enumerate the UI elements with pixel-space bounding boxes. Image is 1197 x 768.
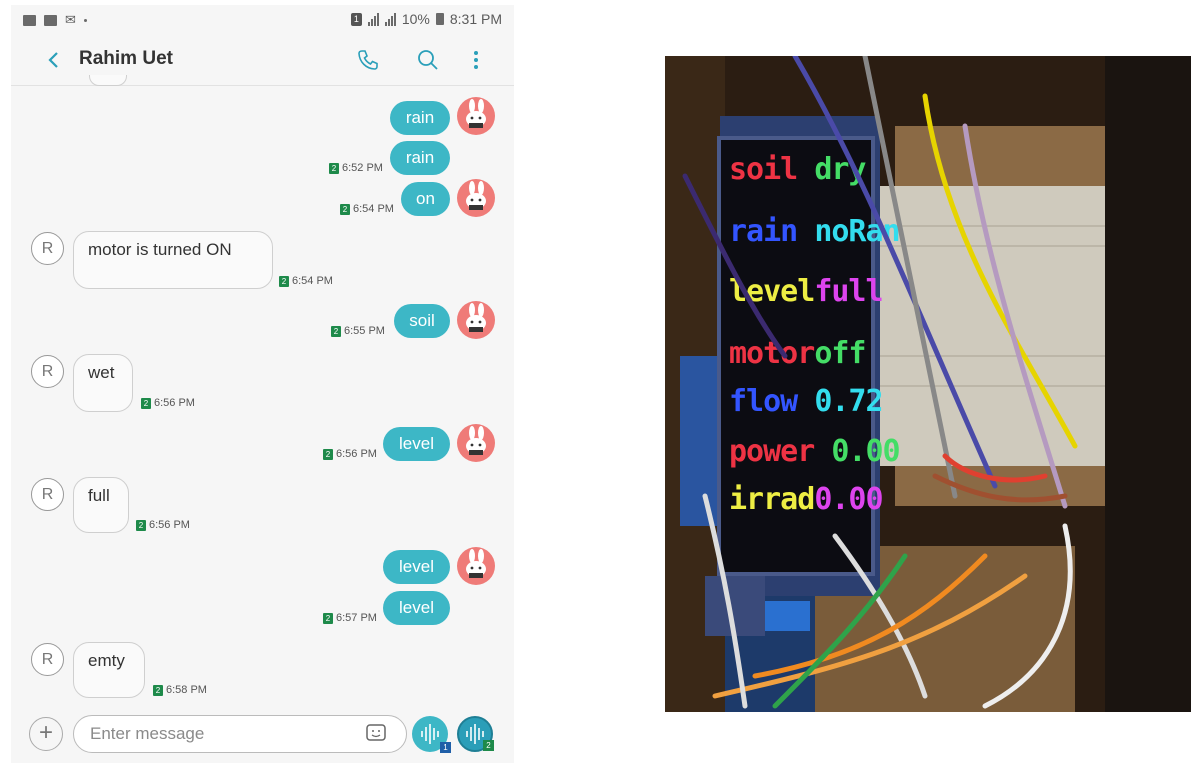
- bunny-avatar-icon: [466, 303, 486, 332]
- lcd-irrad-label: irrad: [729, 482, 815, 517]
- phone-icon: [358, 50, 378, 70]
- message-composer: + 1 2: [11, 705, 514, 763]
- contact-avatar[interactable]: R: [31, 478, 64, 511]
- lcd-row-power: power 0.00: [729, 434, 901, 469]
- sent-message[interactable]: soil: [394, 304, 450, 338]
- sim-badge: 2: [323, 448, 333, 460]
- contact-avatar[interactable]: R: [31, 232, 64, 265]
- voice-wave-icon: [466, 724, 484, 744]
- sent-message[interactable]: rain: [390, 141, 450, 175]
- chevron-left-icon: [48, 52, 58, 68]
- lcd-row-level: levelfull: [729, 274, 884, 309]
- contact-avatar[interactable]: R: [31, 355, 64, 388]
- conversation-header: Rahim Uet: [11, 35, 514, 86]
- sent-message[interactable]: on: [401, 182, 450, 216]
- attach-button[interactable]: +: [29, 717, 63, 751]
- call-button[interactable]: [355, 47, 381, 73]
- my-avatar[interactable]: [457, 547, 495, 585]
- lcd-row-soil: soil dry: [729, 152, 867, 187]
- sticker-button[interactable]: [366, 724, 388, 744]
- received-message[interactable]: motor is turned ON: [73, 231, 273, 289]
- lcd-irrad-value: 0.00: [814, 482, 883, 517]
- received-message[interactable]: emty: [73, 642, 145, 698]
- lcd-flow-value: 0.72: [814, 384, 883, 419]
- my-avatar[interactable]: [457, 97, 495, 135]
- my-avatar[interactable]: [457, 424, 495, 462]
- battery-percent: 10%: [401, 11, 430, 27]
- sim-indicator: 1: [350, 12, 362, 26]
- sent-message[interactable]: level: [383, 591, 450, 625]
- lcd-level-value: full: [814, 274, 883, 309]
- received-message[interactable]: wet: [73, 354, 133, 412]
- sim-badge: 2: [329, 162, 339, 174]
- lcd-screen: soil dry rain noRan levelfull motoroff f…: [717, 136, 901, 576]
- battery-icon: [435, 13, 444, 25]
- contact-name: Rahim Uet: [79, 48, 173, 69]
- hardware-photo: soil dry rain noRan levelfull motoroff f…: [665, 56, 1191, 712]
- signal-icon: [367, 12, 379, 26]
- lcd-row-flow: flow 0.72: [729, 384, 884, 419]
- voice-wave-icon: [421, 724, 439, 744]
- message-input[interactable]: [73, 715, 407, 753]
- jumper-wires: [682, 56, 1078, 709]
- messaging-screen: ✉ 1 10% 8:31 PM Rahim Uet rain: [11, 5, 514, 763]
- status-bar: ✉ 1 10% 8:31 PM: [11, 5, 514, 35]
- lcd-soil-label: soil: [729, 152, 798, 187]
- sticker-icon: [366, 724, 386, 741]
- more-notifications-icon: [83, 18, 87, 22]
- sim1-badge: 1: [440, 742, 451, 753]
- my-avatar[interactable]: [457, 301, 495, 339]
- sim-badge: 2: [331, 325, 341, 337]
- bunny-avatar-icon: [466, 99, 486, 128]
- sim-badge: 2: [153, 684, 163, 696]
- contact-avatar[interactable]: R: [31, 643, 64, 676]
- more-vert-icon: [474, 51, 478, 69]
- partial-bubble: [89, 75, 127, 86]
- sent-message[interactable]: rain: [390, 101, 450, 135]
- search-button[interactable]: [415, 47, 441, 73]
- sim-badge: 2: [279, 275, 289, 287]
- bunny-avatar-icon: [466, 549, 486, 578]
- my-avatar[interactable]: [457, 179, 495, 217]
- sim-badge: 2: [141, 397, 151, 409]
- lcd-rain-label: rain: [729, 214, 798, 249]
- bunny-avatar-icon: [466, 426, 486, 455]
- sim-badge: 2: [136, 519, 146, 531]
- signal-2-icon: [384, 12, 396, 26]
- lcd-motor-value: off: [814, 336, 866, 371]
- lcd-power-value: 0.00: [831, 434, 900, 469]
- sent-message[interactable]: level: [383, 550, 450, 584]
- send-voice-sim1-button[interactable]: 1: [412, 716, 451, 753]
- search-icon: [418, 50, 438, 70]
- lcd-power-label: power: [729, 434, 815, 469]
- sim-badge: 2: [323, 612, 333, 624]
- mail-icon: ✉: [65, 12, 76, 27]
- sim2-badge: 2: [483, 740, 494, 751]
- lcd-row-irrad: irrad0.00: [729, 482, 884, 517]
- send-voice-sim2-button[interactable]: 2: [457, 716, 494, 752]
- lcd-flow-label: flow: [729, 384, 798, 419]
- received-message[interactable]: full: [73, 477, 129, 533]
- sim-badge: 2: [340, 203, 350, 215]
- back-button[interactable]: [39, 45, 69, 75]
- clock: 8:31 PM: [449, 11, 502, 27]
- sent-message[interactable]: level: [383, 427, 450, 461]
- bunny-avatar-icon: [466, 181, 486, 210]
- gallery-icon: [23, 14, 36, 26]
- facebook-icon: [44, 14, 57, 26]
- more-options-button[interactable]: [463, 47, 489, 73]
